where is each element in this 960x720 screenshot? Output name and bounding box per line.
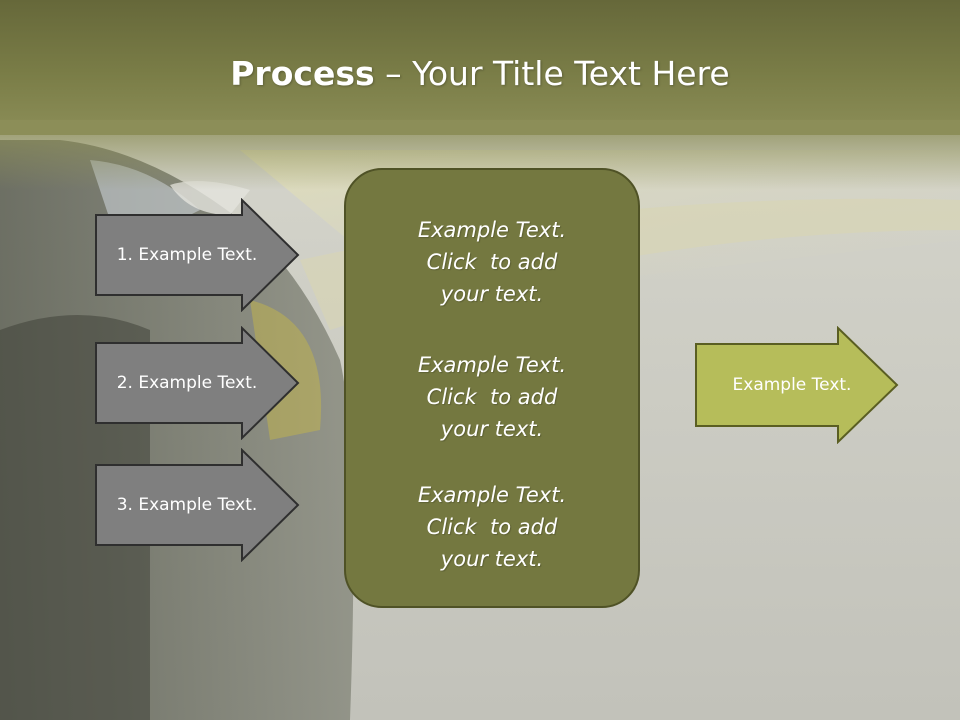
center-paragraph-3: Example Text. Click to add your text.: [346, 479, 638, 575]
paragraph-line: your text.: [440, 282, 544, 306]
step-arrow-3[interactable]: 3. Example Text.: [94, 448, 300, 562]
arrow-shape: [695, 326, 899, 444]
paragraph-line: your text.: [440, 547, 544, 571]
paragraph-line: Example Text.: [417, 483, 567, 507]
step-label-1: 1. Example Text.: [116, 245, 258, 265]
slide-title: Process – Your Title Text Here: [0, 52, 960, 96]
step-label-2: 2. Example Text.: [116, 373, 258, 393]
output-arrow[interactable]: Example Text.: [694, 326, 900, 444]
paragraph-line: your text.: [440, 417, 544, 441]
paragraph-line: Example Text.: [417, 218, 567, 242]
arrow-shape: [95, 326, 300, 440]
step-arrow-2[interactable]: 2. Example Text.: [94, 326, 300, 440]
output-label: Example Text.: [732, 375, 852, 395]
paragraph-line: Click to add: [426, 515, 558, 539]
step-label-3: 3. Example Text.: [116, 495, 258, 515]
step-arrow-1[interactable]: 1. Example Text.: [94, 198, 300, 312]
arrow-shape: [95, 448, 300, 562]
center-paragraph-1: Example Text. Click to add your text.: [346, 214, 638, 310]
center-paragraph-2: Example Text. Click to add your text.: [346, 349, 638, 445]
paragraph-line: Click to add: [426, 385, 558, 409]
paragraph-line: Example Text.: [417, 353, 567, 377]
center-text-box[interactable]: Example Text. Click to add your text. Ex…: [344, 168, 640, 608]
header-band: [0, 0, 960, 135]
title-bold: Process: [230, 54, 375, 93]
paragraph-line: Click to add: [426, 250, 558, 274]
arrow-shape: [95, 198, 300, 312]
title-rest: – Your Title Text Here: [374, 54, 730, 93]
